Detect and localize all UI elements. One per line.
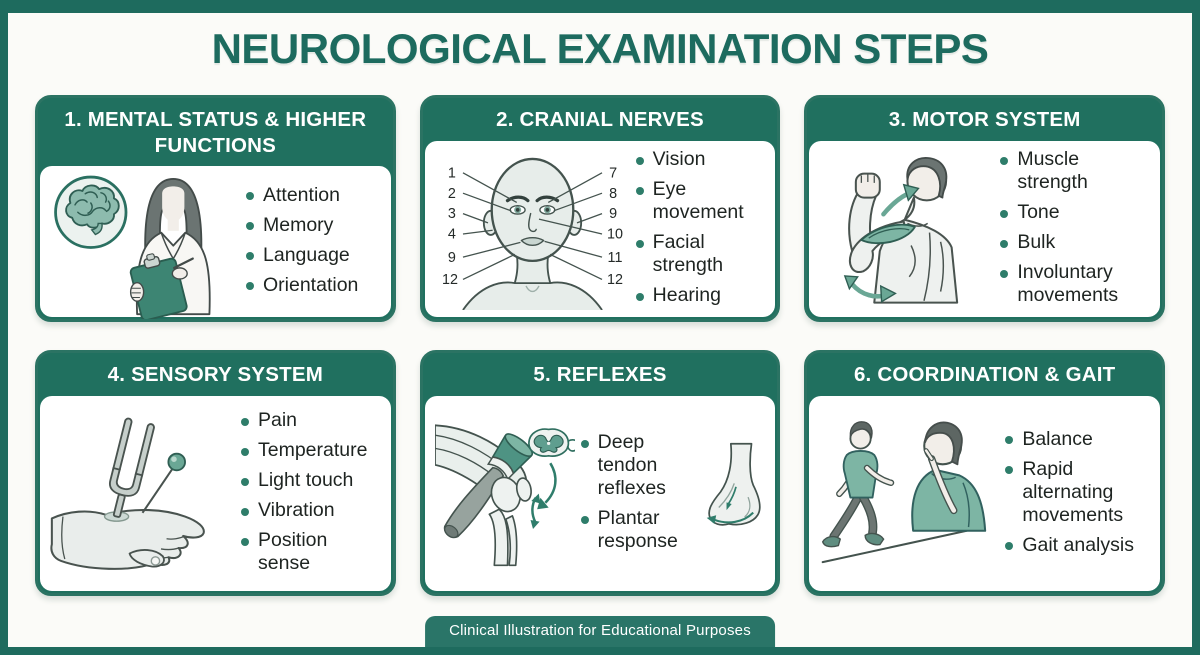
brain-icon bbox=[54, 175, 128, 249]
list-item: Vibration bbox=[239, 499, 383, 522]
panel-cranial-nerves-title: 2. CRANIAL NERVES bbox=[496, 108, 704, 131]
list-item: Tone bbox=[998, 201, 1152, 224]
svg-text:8: 8 bbox=[609, 186, 617, 202]
reflexes-bullets: Deep tendon reflexes Plantar response bbox=[577, 424, 704, 560]
reflex-hammer-knee-icon bbox=[434, 424, 575, 567]
plantar-foot-icon bbox=[707, 443, 761, 527]
list-item: Bulk bbox=[998, 231, 1152, 254]
panel-coordination-gait: 6. COORDINATION & GAIT bbox=[804, 350, 1165, 596]
list-item: Balance bbox=[1003, 428, 1152, 451]
tuning-fork-icon bbox=[108, 417, 155, 518]
list-item: Involuntary movements bbox=[998, 261, 1152, 307]
list-item: Vision bbox=[634, 148, 768, 171]
walking-figure-icon bbox=[822, 421, 895, 548]
list-item: Deep tendon reflexes bbox=[579, 431, 704, 500]
list-item: Memory bbox=[244, 214, 383, 237]
svg-text:12: 12 bbox=[442, 272, 458, 288]
list-item: Light touch bbox=[239, 469, 383, 492]
spinal-cord-icon bbox=[527, 428, 575, 458]
list-item: Plantar response bbox=[579, 507, 704, 553]
list-item: Pain bbox=[239, 409, 383, 432]
panel-reflexes-title: 5. REFLEXES bbox=[533, 363, 667, 386]
sensory-system-bullets: Pain Temperature Light touch Vibration P… bbox=[237, 402, 383, 582]
motor-system-bullets: Muscle strength Tone Bulk Involuntary mo… bbox=[996, 141, 1152, 314]
list-item: Eye movement bbox=[634, 178, 768, 224]
walking-finger-to-nose-icon bbox=[822, 421, 987, 564]
panel-cranial-nerves: 2. CRANIAL NERVES bbox=[419, 95, 781, 322]
motion-arrows-icon bbox=[844, 183, 921, 303]
list-item: Facial strength bbox=[634, 231, 768, 277]
list-item: Temperature bbox=[239, 439, 383, 462]
list-item: Attention bbox=[244, 184, 383, 207]
panel-mental-status-title: 1. MENTAL STATUS & HIGHER FUNCTIONS bbox=[64, 108, 367, 157]
svg-text:9: 9 bbox=[448, 250, 456, 266]
list-item: Orientation bbox=[244, 274, 383, 297]
svg-text:7: 7 bbox=[609, 166, 617, 182]
flexing-arm-icon bbox=[844, 156, 959, 304]
svg-text:10: 10 bbox=[607, 227, 623, 243]
face-nerve-diagram-icon: 1 2 3 4 9 12 7 8 9 10 11 12 bbox=[442, 158, 623, 311]
reflex-hammer-icon bbox=[443, 433, 533, 539]
panel-sensory-system: 4. SENSORY SYSTEM bbox=[35, 350, 396, 596]
svg-text:12: 12 bbox=[607, 272, 623, 288]
panel-grid: 1. MENTAL STATUS & HIGHER FUNCTIONS bbox=[35, 95, 1165, 596]
svg-text:9: 9 bbox=[609, 207, 617, 223]
svg-text:1: 1 bbox=[448, 166, 456, 182]
clinician-icon bbox=[129, 177, 211, 319]
list-item: Muscle strength bbox=[998, 148, 1152, 194]
bicep-highlight bbox=[860, 223, 917, 244]
nerve-pointer-lines bbox=[462, 172, 602, 281]
panel-motor-system-title: 3. MOTOR SYSTEM bbox=[888, 108, 1081, 131]
svg-text:2: 2 bbox=[448, 186, 456, 202]
panel-mental-status: 1. MENTAL STATUS & HIGHER FUNCTIONS bbox=[35, 95, 396, 322]
nerve-numbers: 1 2 3 4 9 12 7 8 9 10 11 12 bbox=[442, 166, 623, 289]
list-item: Gait analysis bbox=[1003, 534, 1152, 557]
list-item: Hearing bbox=[634, 284, 768, 307]
svg-text:3: 3 bbox=[448, 207, 456, 223]
footer-badge: Clinical Illustration for Educational Pu… bbox=[425, 616, 775, 647]
list-item: Rapid alternating movements bbox=[1003, 458, 1152, 527]
poster-card: NEUROLOGICAL EXAMINATION STEPS 1. MENTAL… bbox=[8, 13, 1192, 647]
svg-text:11: 11 bbox=[607, 250, 622, 266]
panel-sensory-system-title: 4. SENSORY SYSTEM bbox=[107, 363, 323, 386]
reflex-arrows-icon bbox=[530, 462, 557, 530]
pen-icon bbox=[173, 257, 194, 269]
cranial-nerves-bullets: Vision Eye movement Facial strength Hear… bbox=[632, 141, 768, 314]
panel-reflexes: 5. REFLEXES bbox=[419, 350, 781, 596]
list-item: Position sense bbox=[239, 529, 383, 575]
panel-coordination-gait-title: 6. COORDINATION & GAIT bbox=[853, 363, 1116, 386]
ground-line bbox=[822, 530, 969, 564]
page-title: NEUROLOGICAL EXAMINATION STEPS bbox=[211, 25, 989, 72]
tuning-fork-hand-icon bbox=[50, 417, 205, 570]
brain-and-clinician-icon bbox=[54, 175, 211, 319]
panel-motor-system: 3. MOTOR SYSTEM bbox=[804, 95, 1165, 322]
coordination-gait-bullets: Balance Rapid alternating movements Gait… bbox=[1001, 421, 1152, 564]
mental-status-bullets: Attention Memory Language Orientation bbox=[242, 177, 383, 304]
finger-to-nose-figure-icon bbox=[911, 421, 987, 533]
svg-text:4: 4 bbox=[448, 227, 456, 243]
pin-icon bbox=[141, 452, 186, 514]
list-item: Language bbox=[244, 244, 383, 267]
